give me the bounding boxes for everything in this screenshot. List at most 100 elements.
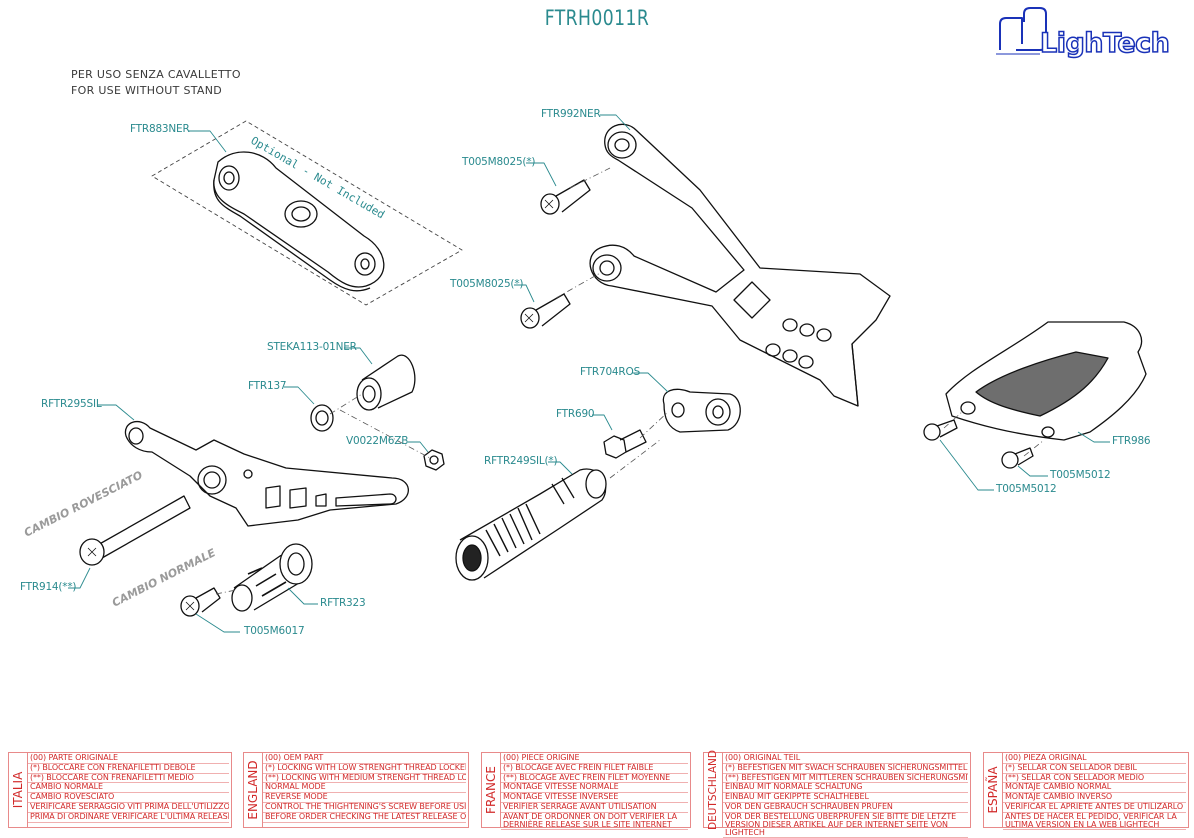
part-label-ftr690: FTR690 <box>556 408 595 420</box>
part-label-t005m5012-right: T005M5012 <box>1050 469 1111 481</box>
optional-bracket-ftr883ner <box>151 120 463 306</box>
leader-ftr690 <box>592 414 613 431</box>
legend-line: MONTAGE VITESSE NORMALE <box>501 783 688 794</box>
lever-rftr295sil <box>124 420 409 527</box>
lightech-logo-icon <box>996 7 1047 55</box>
legend-box-france: FRANCE (00) PIECE ORIGINE (*) BLOCAGE AV… <box>481 752 691 830</box>
legend-line: VERIFIER SERRAGE AVANT UTILISATION <box>501 803 688 813</box>
part-label-t005m8025-top: T005M8025(*) <box>462 156 536 168</box>
leader-rftr249sil <box>548 461 573 475</box>
part-label-t005m5012-left: T005M5012 <box>996 483 1057 495</box>
drawing-title: FTRH0011R <box>544 6 650 30</box>
leader-ftr883ner <box>188 130 227 153</box>
legend-language: ITALIA <box>11 771 25 809</box>
legend-box-england: ENGLAND (00) OEM PART (*) LOCKING WITH L… <box>243 752 469 828</box>
legend-line: (*) BLOCAGE AVEC FREIN FILET FAIBLE <box>501 764 688 774</box>
legend-line: AVANT DE ORDONNER ON DOIT VÉRIFIER LA DE… <box>501 813 688 830</box>
legend-line: (00) PARTE ORIGINALE <box>28 754 229 764</box>
legend-line: (**) BLOCCARE CON FRENAFILETTI MEDIO <box>28 774 229 784</box>
legend-line: MONTAJE CAMBIO INVERSO <box>1003 793 1186 803</box>
bearing-ftr137 <box>310 404 334 432</box>
heel-guard-ftr986 <box>945 321 1147 441</box>
eccentric-ftr704ros <box>662 388 741 433</box>
bolt-t005m6017 <box>180 587 221 617</box>
legend-line: CAMBIO ROVESCIATO <box>28 793 229 803</box>
legend-line: MONTAGE VITESSE INVERSEE <box>501 793 688 803</box>
legend-line: REVERSE MODE <box>263 793 466 803</box>
legend-line: EINBAU MIT GEKIPPTE SCHALTHEBEL <box>723 793 968 803</box>
legend-line: (00) PIECE ORIGINE <box>501 754 688 764</box>
legend-line: MONTAJE CAMBIO NORMAL <box>1003 783 1186 794</box>
leader-ftr992ner <box>600 114 631 131</box>
legend-line: (**) SELLAR CON SELLADOR MEDIO <box>1003 774 1186 784</box>
shaft-ftr914 <box>79 495 191 566</box>
peg-rftr323 <box>231 543 313 612</box>
legend-line: NORMAL MODE <box>263 783 466 794</box>
legend-line: ANTES DE HACER EL PEDIDO, VERIFICAR LA U… <box>1003 813 1186 830</box>
bolt-t005m5012-left <box>923 419 958 441</box>
legend-line: (*) BEFESTIGEN MIT SWACH SCHRAUBEN SICHE… <box>723 763 968 774</box>
legend-line: VOR DER BESTELLUNG ÜBERPRÜFEN SIE BITTE … <box>723 813 968 838</box>
legend-line: (**) LOCKING WITH MEDIUM STRENGHT THREAD… <box>263 774 466 784</box>
legend-line: (*) LOCKING WITH LOW STRENGHT THREAD LOC… <box>263 763 466 774</box>
legend-language: DEUTSCHLAND <box>707 750 719 830</box>
part-label-ftr992ner: FTR992NER <box>541 108 601 120</box>
legend-line: (00) ORIGINAL TEIL <box>723 754 968 764</box>
part-label-ftr704ros: FTR704ROS <box>580 366 641 378</box>
legend-language: ESPAÑA <box>986 766 1000 814</box>
bolt-t005m8025-mid <box>520 293 571 329</box>
legend-line: (00) OEM PART <box>263 754 466 764</box>
legend-box-espana: ESPAÑA (00) PIEZA ORIGINAL (*) SELLAR CO… <box>983 752 1189 830</box>
leader-t005m6017 <box>195 613 240 633</box>
part-label-rftr323: RFTR323 <box>320 597 366 609</box>
legend-line: VOR DEN GEBRAUCH SCHRAUBEN PRÜFEN <box>723 803 968 813</box>
part-label-ftr914: FTR914(**) <box>20 581 77 593</box>
legend-line: (*) SELLAR CON SELLADOR DEBIL <box>1003 764 1186 774</box>
leader-rftr295sil <box>98 404 135 421</box>
legend-line: PRIMA DI ORDINARE VERIFICARE L'ULTIMA RE… <box>28 812 229 823</box>
legend-line: VERIFICARE SERRAGGIO VITI PRIMA DELL'UTI… <box>28 802 229 813</box>
leader-steka <box>344 347 373 365</box>
note-line-2: FOR USE WITHOUT STAND <box>71 84 223 97</box>
leader-rftr323 <box>287 587 318 605</box>
part-label-t005m6017: T005M6017 <box>244 625 305 637</box>
bolt-t005m8025-top <box>540 179 591 215</box>
leader-t005m8025-mid <box>514 284 535 303</box>
legend-line: EINBAU MIT NORMALE SCHALTUNG <box>723 783 968 794</box>
bolt-t005m5012-right <box>1001 447 1034 469</box>
legend-line: (00) PIEZA ORIGINAL <box>1003 754 1186 764</box>
legend-line: VERIFICAR EL APRIETE ANTES DE UTILIZARLO <box>1003 803 1186 813</box>
part-label-ftr986: FTR986 <box>1112 435 1151 447</box>
part-label-rftr295sil: RFTR295SIL <box>41 398 102 410</box>
footpeg-rftr249sil <box>455 468 607 581</box>
part-label-ftr883ner: FTR883NER <box>130 123 190 135</box>
leader-ftr137 <box>284 386 315 405</box>
part-label-ftr137: FTR137 <box>248 380 287 392</box>
part-label-rftr249sil: RFTR249SIL(*) <box>484 455 558 467</box>
legend-line: CAMBIO NORMALE <box>28 783 229 794</box>
bolt-ftr690 <box>603 429 647 459</box>
legend-line: CONTROL THE THIGHTENING'S SCREW BEFORE U… <box>263 802 466 813</box>
leader-ftr704ros <box>632 372 669 393</box>
part-label-v0022m6zb: V0022M6ZB <box>346 435 409 447</box>
legend-language: ENGLAND <box>246 760 260 820</box>
note-line-1: PER USO SENZA CAVALLETTO <box>71 68 241 81</box>
legend-language: FRANCE <box>484 766 498 814</box>
legend-line: (*) BLOCCARE CON FRENAFILETTI DEBOLE <box>28 764 229 774</box>
leader-t005m5012-left <box>939 439 994 491</box>
legend-box-deutschland: DEUTSCHLAND (00) ORIGINAL TEIL (*) BEFES… <box>703 750 971 838</box>
leader-ftr914 <box>68 567 91 589</box>
leader-v0022m6zb <box>408 441 429 453</box>
bracket-ftr992ner <box>589 123 891 407</box>
nut-v0022m6zb <box>423 449 445 471</box>
leader-t005m8025-top <box>526 162 557 187</box>
legend-line: BEFORE ORDER CHECKING THE LATEST RELEASE… <box>263 812 466 823</box>
part-label-steka: STEKA113-01NER <box>267 341 357 353</box>
leader-ftr986 <box>1077 431 1110 443</box>
brand-logo: LighTech <box>1039 27 1170 60</box>
legend-box-italia: ITALIA (00) PARTE ORIGINALE (*) BLOCCARE… <box>8 752 232 828</box>
legend-line: (**) BEFESTIGEN MIT MITTLEREN SCHRAUBEN … <box>723 773 968 784</box>
leader-t005m5012-right <box>1017 465 1048 477</box>
legend-line: (**) BLOCAGE AVEC FREIN FILET MOYENNE <box>501 774 688 784</box>
